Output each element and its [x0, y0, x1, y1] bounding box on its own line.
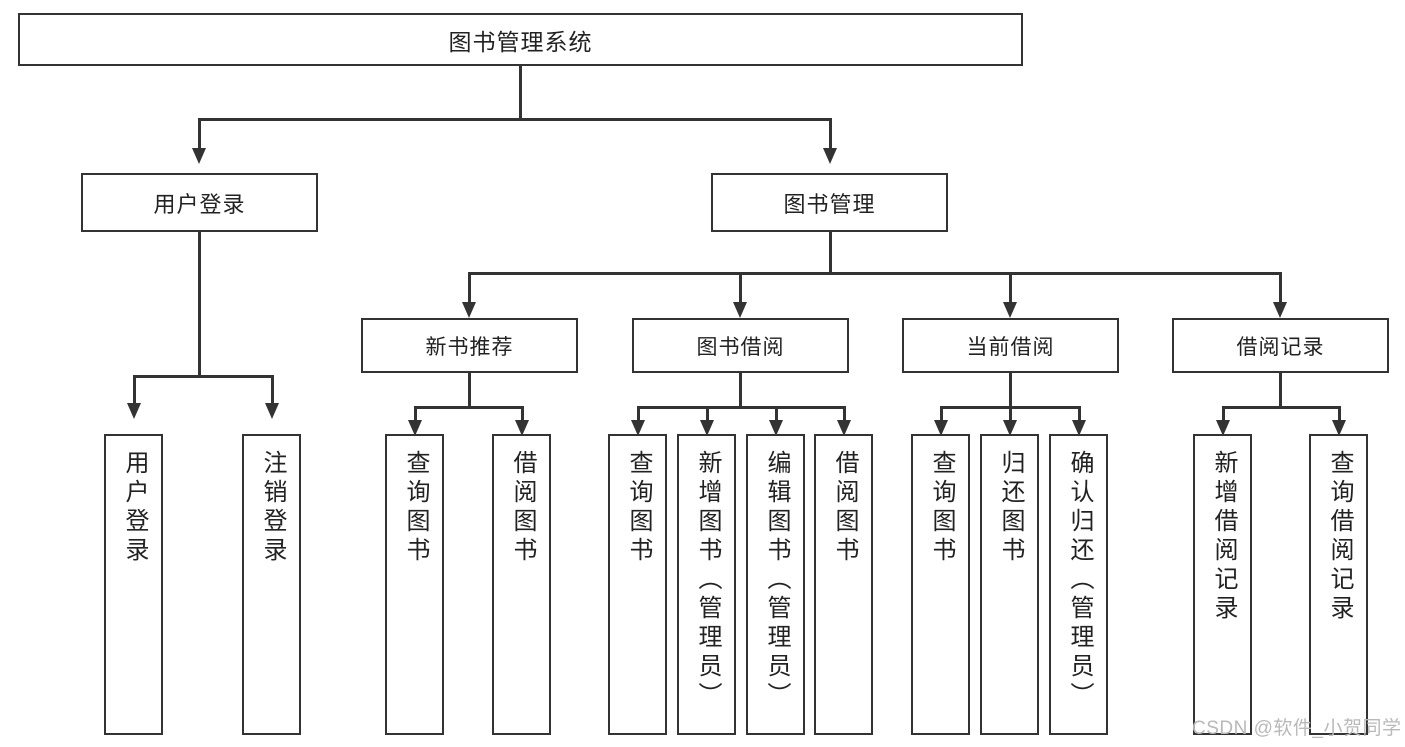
connector-drop-book-mgmt [829, 118, 832, 148]
node-new-book-recommend[interactable]: 新书推荐 [361, 318, 578, 373]
arrowhead-user-login [192, 148, 206, 164]
leaf-return-book[interactable]: 归还图书 [980, 434, 1039, 735]
arrowhead-leaf-logout [265, 403, 279, 419]
connector-root-stem [519, 66, 522, 118]
node-user-login[interactable]: 用户登录 [81, 173, 318, 232]
connector-book-mgmt-stem [829, 232, 832, 272]
node-label: 确认归还（管理员） [1065, 450, 1093, 711]
arrowhead-book-borrow [733, 302, 747, 318]
arrowhead-edit-book [769, 420, 783, 436]
leaf-add-borrow-record[interactable]: 新增借阅记录 [1193, 434, 1252, 735]
node-label: 当前借阅 [966, 335, 1055, 359]
connector-drop-confirm-return [1078, 406, 1081, 422]
leaf-logout[interactable]: 注销登录 [242, 434, 301, 735]
connector-user-login-bus [133, 375, 273, 378]
node-label: 编辑图书（管理员） [762, 450, 790, 711]
connector-drop-leaf-user-login [133, 375, 136, 403]
arrowhead-query-book-2 [631, 420, 645, 436]
node-label: 用户登录 [120, 450, 148, 566]
connector-drop-return-book [1009, 406, 1012, 422]
node-label: 用户登录 [153, 191, 246, 217]
node-borrow-records[interactable]: 借阅记录 [1172, 318, 1389, 373]
node-label: 借阅记录 [1236, 335, 1325, 359]
node-label: 借阅图书 [508, 450, 536, 566]
arrowhead-query-book-1 [408, 420, 422, 436]
connector-drop-borrow-records [1279, 272, 1282, 302]
connector-borrow-records-stem [1279, 373, 1282, 406]
arrowhead-book-mgmt [823, 148, 837, 164]
arrowhead-query-record [1332, 420, 1346, 436]
node-label: 图书管理系统 [448, 28, 593, 55]
arrowhead-add-book [700, 420, 714, 436]
arrowhead-new-books [462, 302, 476, 318]
connector-drop-query-record [1338, 406, 1341, 422]
node-label: 查询图书 [401, 450, 429, 566]
connector-drop-current-borrow [1009, 272, 1012, 302]
node-label: 借阅图书 [830, 450, 858, 566]
connector-drop-book-borrow [739, 272, 742, 302]
arrowhead-borrow-records [1273, 302, 1287, 318]
leaf-confirm-return-admin[interactable]: 确认归还（管理员） [1049, 434, 1108, 735]
node-label: 查询图书 [927, 450, 955, 566]
node-label: 注销登录 [258, 450, 286, 566]
node-label: 新增图书（管理员） [693, 450, 721, 711]
leaf-query-book-current[interactable]: 查询图书 [911, 434, 970, 735]
connector-book-mgmt-bus [468, 272, 1281, 275]
arrowhead-confirm-return [1072, 420, 1086, 436]
connector-new-book-bus [414, 406, 524, 409]
node-label: 查询借阅记录 [1325, 450, 1353, 624]
connector-drop-user-login [198, 118, 201, 148]
leaf-add-book-admin[interactable]: 新增图书（管理员） [677, 434, 736, 735]
node-label: 查询图书 [624, 450, 652, 566]
leaf-user-login[interactable]: 用户登录 [104, 434, 163, 735]
node-label: 新增借阅记录 [1209, 450, 1237, 624]
node-book-borrow[interactable]: 图书借阅 [632, 318, 849, 373]
arrowhead-borrow-book-1 [515, 420, 529, 436]
leaf-query-book-new[interactable]: 查询图书 [385, 434, 444, 735]
connector-user-login-stem [198, 232, 201, 375]
connector-drop-edit-book [775, 406, 778, 422]
leaf-borrow-book[interactable]: 借阅图书 [814, 434, 873, 735]
connector-drop-borrow-book-1 [521, 406, 524, 422]
connector-borrow-records-bus [1222, 406, 1340, 409]
connector-drop-query-book-3 [940, 406, 943, 422]
node-label: 归还图书 [996, 450, 1024, 566]
node-book-management[interactable]: 图书管理 [711, 173, 948, 232]
connector-book-borrow-bus [637, 406, 845, 409]
connector-drop-add-record [1222, 406, 1225, 422]
connector-drop-query-book-1 [414, 406, 417, 422]
connector-drop-new-books [468, 272, 471, 302]
connector-book-borrow-stem [739, 373, 742, 406]
connector-root-bus [198, 118, 831, 121]
leaf-borrow-book-new[interactable]: 借阅图书 [492, 434, 551, 735]
connector-new-book-stem [468, 373, 471, 406]
arrowhead-add-record [1216, 420, 1230, 436]
node-root-system[interactable]: 图书管理系统 [18, 13, 1023, 66]
leaf-query-book-borrow[interactable]: 查询图书 [608, 434, 667, 735]
arrowhead-current-borrow [1003, 302, 1017, 318]
arrowhead-return-book [1003, 420, 1017, 436]
connector-drop-add-book [706, 406, 709, 422]
connector-drop-leaf-logout [271, 375, 274, 403]
arrowhead-leaf-user-login [127, 403, 141, 419]
node-label: 图书借阅 [696, 335, 785, 359]
connector-drop-borrow-book-2 [843, 406, 846, 422]
leaf-query-borrow-record[interactable]: 查询借阅记录 [1309, 434, 1368, 735]
leaf-edit-book-admin[interactable]: 编辑图书（管理员） [746, 434, 805, 735]
node-label: 新书推荐 [425, 335, 514, 359]
connector-current-borrow-stem [1009, 373, 1012, 406]
arrowhead-query-book-3 [934, 420, 948, 436]
arrowhead-borrow-book-2 [837, 420, 851, 436]
connector-drop-query-book-2 [637, 406, 640, 422]
node-current-borrow[interactable]: 当前借阅 [902, 318, 1119, 373]
node-label: 图书管理 [783, 191, 876, 217]
